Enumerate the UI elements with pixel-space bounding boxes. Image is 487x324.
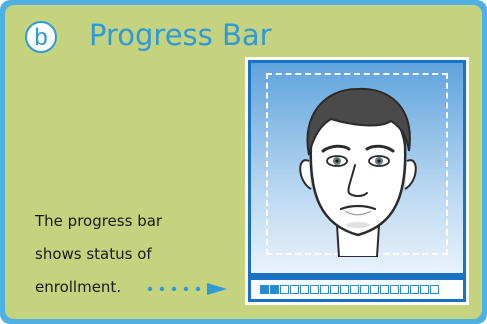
- progress-segment-empty: [400, 285, 409, 294]
- progress-segment-empty: [390, 285, 399, 294]
- enrollment-screen: [245, 57, 469, 305]
- figure-panel: b Progress Bar The progress bar shows st…: [5, 5, 482, 319]
- progress-segment-empty: [430, 285, 439, 294]
- face-illustration: [291, 85, 425, 257]
- progress-segment-empty: [300, 285, 309, 294]
- figure-label-badge: b: [25, 21, 57, 53]
- progress-segment-empty: [420, 285, 429, 294]
- progress-segments: [260, 285, 439, 294]
- progress-segment-empty: [380, 285, 389, 294]
- progress-segment-empty: [360, 285, 369, 294]
- progress-segment-empty: [320, 285, 329, 294]
- progress-segment-empty: [330, 285, 339, 294]
- camera-viewport: [251, 63, 463, 273]
- progress-segment-empty: [370, 285, 379, 294]
- progress-segment-empty: [310, 285, 319, 294]
- progress-segment-empty: [290, 285, 299, 294]
- progress-segment-empty: [410, 285, 419, 294]
- progress-bar: [251, 280, 463, 299]
- progress-segment-empty: [350, 285, 359, 294]
- progress-segment-filled: [260, 285, 269, 294]
- progress-segment-filled: [270, 285, 279, 294]
- progress-segment-empty: [280, 285, 289, 294]
- description-line: The progress bar: [35, 205, 235, 238]
- dotted-arrow-icon: [145, 279, 235, 299]
- description-line: shows status of: [35, 238, 235, 271]
- progress-segment-empty: [340, 285, 349, 294]
- figure-title: Progress Bar: [89, 17, 272, 53]
